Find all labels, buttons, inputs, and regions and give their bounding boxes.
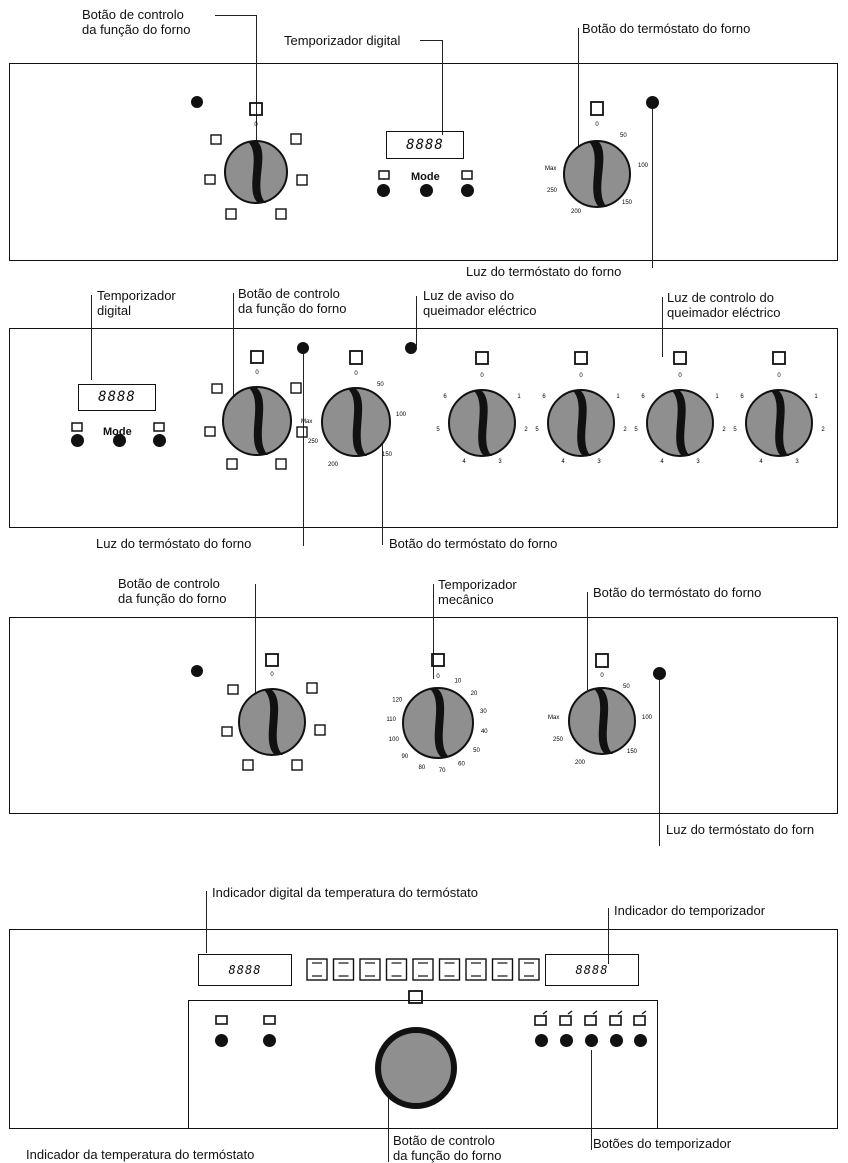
leader-line	[303, 348, 304, 546]
timer-button-3[interactable]	[585, 1034, 598, 1047]
indicator-light	[191, 96, 203, 108]
timer-button-2[interactable]	[560, 1034, 573, 1047]
control-panel-1	[9, 63, 838, 261]
leader-line	[91, 295, 92, 380]
label-thermostat-knob-1: Botão do termóstato do forno	[582, 21, 751, 36]
timer-button-1[interactable]	[535, 1034, 548, 1047]
timer-button-4[interactable]	[610, 1034, 623, 1047]
label-line: mecânico	[438, 592, 494, 607]
label-line: Botão de controlo	[238, 286, 340, 301]
label-line: queimador eléctrico	[423, 303, 537, 318]
leader-line	[420, 40, 442, 41]
label-thermostat-knob-2: Botão do termóstato do forno	[389, 536, 558, 551]
timer-mode-button[interactable]	[420, 184, 433, 197]
label-line: da função do forno	[393, 1148, 502, 1163]
temp-indicator-light-1	[215, 1034, 228, 1047]
label-function-knob-1: Botão de controlo da função do forno	[82, 7, 190, 37]
leader-line	[416, 296, 417, 346]
label-thermostat-light-3: Luz do termóstato do forn	[666, 822, 815, 837]
label-line: Luz de controlo do	[667, 290, 774, 305]
label-thermostat-light-2: Luz do termóstato do forno	[96, 536, 252, 551]
label-line: queimador eléctrico	[667, 305, 781, 320]
timer-button-5[interactable]	[634, 1034, 647, 1047]
control-panel-3	[9, 617, 838, 814]
indicator-light	[191, 665, 203, 677]
mode-label: Mode	[411, 171, 440, 183]
label-line: Temporizador	[97, 288, 176, 303]
control-panel-2	[9, 328, 838, 528]
leader-line	[256, 15, 257, 165]
leader-line	[206, 891, 207, 953]
label-timer-display: Indicador do temporizador	[614, 903, 766, 918]
temperature-display: 8888	[198, 954, 292, 986]
label-digital-timer-1: Temporizador digital	[284, 33, 401, 48]
label-function-knob-3: Botão de controlo da função do forno	[118, 576, 226, 606]
label-line: da função do forno	[82, 22, 191, 37]
thermostat-light	[297, 342, 309, 354]
digital-timer-display: 8888	[78, 384, 156, 411]
label-thermostat-light-1: Luz do termóstato do forno	[466, 264, 622, 279]
label-line: Botão de controlo	[118, 576, 220, 591]
leader-line	[587, 592, 588, 690]
label-line: da função do forno	[238, 301, 347, 316]
timer-plus-button[interactable]	[153, 434, 166, 447]
label-line: Botão de controlo	[82, 7, 184, 22]
label-warning-light: Luz de aviso do queimador eléctrico	[423, 288, 536, 318]
leader-line	[659, 676, 660, 846]
leader-line	[578, 28, 579, 180]
label-line: da função do forno	[118, 591, 227, 606]
label-function-knob-2: Botão de controlo da função do forno	[238, 286, 346, 316]
timer-minus-button[interactable]	[71, 434, 84, 447]
timer-plus-button[interactable]	[461, 184, 474, 197]
inner-control-module	[188, 1000, 658, 1128]
label-line: Temporizador	[438, 577, 517, 592]
label-temp-display: Indicador digital da temperatura do term…	[212, 885, 478, 900]
label-temp-indicator: Indicador da temperatura do termóstato	[26, 1147, 255, 1162]
temp-indicator-light-2	[263, 1034, 276, 1047]
leader-line	[591, 1050, 592, 1150]
timer-mode-button[interactable]	[113, 434, 126, 447]
leader-line	[382, 418, 383, 545]
label-control-light: Luz de controlo do queimador eléctrico	[667, 290, 780, 320]
leader-line	[233, 293, 234, 398]
thermostat-light	[646, 96, 659, 109]
timer-minus-button[interactable]	[377, 184, 390, 197]
leader-line	[215, 15, 257, 16]
leader-line	[433, 584, 434, 679]
label-line: Luz de aviso do	[423, 288, 515, 303]
mode-label: Mode	[103, 426, 132, 438]
leader-line	[255, 584, 256, 704]
leader-line	[652, 103, 653, 268]
label-line: digital	[97, 303, 131, 318]
digital-timer-display: 8888	[386, 131, 464, 159]
leader-line	[662, 297, 663, 357]
label-function-knob-4: Botão de controlo da função do forno	[393, 1133, 501, 1163]
label-timer-buttons: Botões do temporizador	[593, 1136, 732, 1151]
leader-line	[608, 908, 609, 964]
label-thermostat-knob-3: Botão do termóstato do forno	[593, 585, 762, 600]
label-line: Botão de controlo	[393, 1133, 495, 1148]
warning-light	[405, 342, 417, 354]
leader-line	[442, 40, 443, 135]
label-digital-timer-2: Temporizador digital	[97, 288, 176, 318]
label-mechanical-timer: Temporizador mecânico	[438, 577, 517, 607]
thermostat-light	[653, 667, 666, 680]
timer-display: 8888	[545, 954, 639, 986]
leader-line	[388, 1068, 389, 1162]
